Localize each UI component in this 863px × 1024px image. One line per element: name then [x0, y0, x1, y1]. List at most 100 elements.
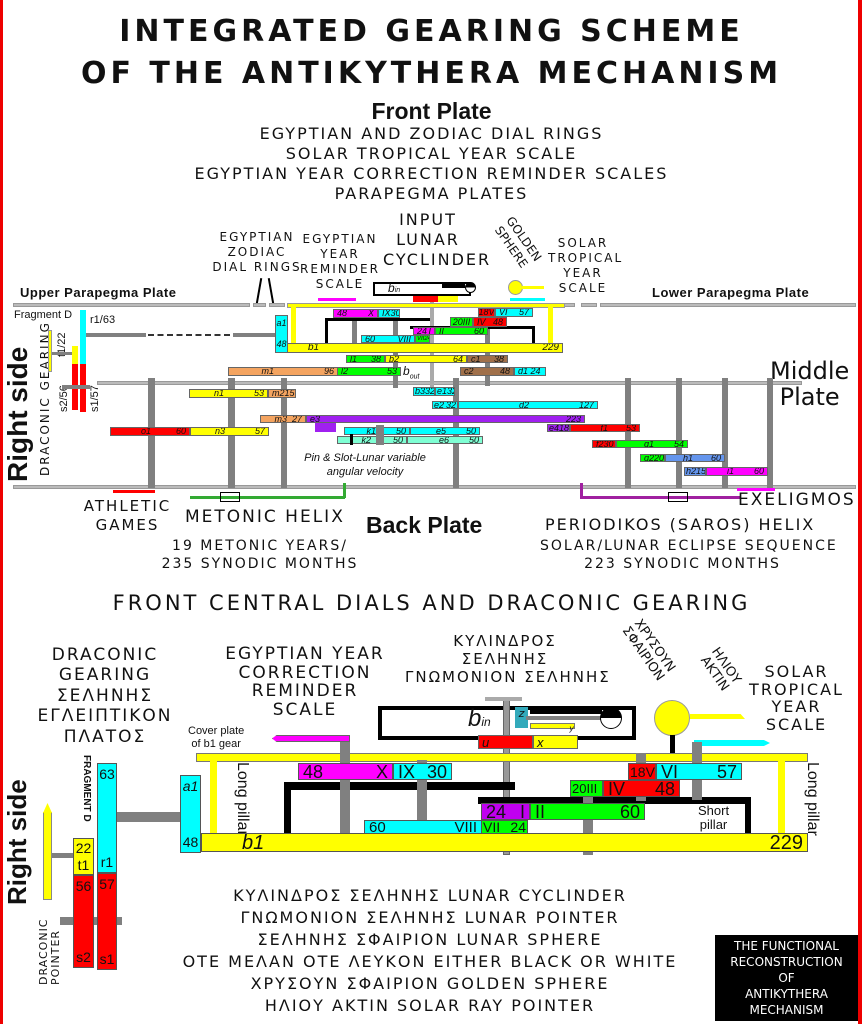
gear-label: e4: [549, 424, 560, 432]
gear-label: l1: [350, 355, 358, 363]
gear-label: k1: [366, 427, 376, 435]
label-line: REMINDER: [251, 681, 359, 702]
label-line: GEARING: [58, 665, 152, 686]
gear-teeth: 60: [753, 467, 764, 476]
label-line: 223 SYNODIC MONTHS: [584, 555, 781, 572]
gear-teeth: 60: [365, 335, 376, 343]
gear-teeth: 53: [386, 367, 397, 376]
label-line: SCALE: [272, 700, 338, 721]
fragment-d-label: Fragment D: [14, 309, 73, 321]
label-line: REMINDER: [300, 262, 380, 276]
border-left: [0, 0, 3, 1024]
pillar: [281, 378, 287, 488]
front-plate-list: EGYPTIAN AND ZODIAC DIAL RINGS SOLAR TRO…: [0, 124, 863, 204]
label-line: ΣΕΛΗΝΗΣ: [461, 650, 549, 668]
arbor: [340, 742, 350, 834]
gear-teeth: 48: [276, 339, 287, 349]
gear-teeth: 127: [578, 401, 594, 409]
gear-label: II: [439, 327, 445, 335]
badge-line: THE FUNCTIONAL: [734, 939, 839, 953]
reminder-pointer: [318, 298, 356, 301]
gear-teeth: 64: [452, 355, 463, 363]
axle: [52, 352, 72, 355]
gear-teeth: 60: [175, 427, 186, 436]
legend: ΚΥΛΙΝΔΡΟΣ ΣΕΛΗΝΗΣ LUNAR CYCLINDER ΓΝΩΜΟΝ…: [180, 885, 680, 1017]
gear-teeth: 30: [603, 440, 614, 448]
gear-label: o1: [140, 427, 151, 436]
label-line: CYCLINDER: [383, 250, 492, 269]
exeligmos-pointer: [737, 488, 775, 491]
plate-segment: [581, 303, 597, 307]
gear-label: d1 24: [518, 367, 541, 376]
front-plate-heading: Front Plate: [371, 98, 492, 124]
bridge: [284, 782, 291, 834]
arbor: [393, 318, 398, 388]
title-line-2: OF THE ANTIKYTHERA MECHANISM: [80, 56, 783, 91]
solar-pointer: [510, 298, 545, 301]
cover-plate-pointer: [272, 735, 350, 742]
metonic-pointer: [343, 483, 346, 498]
gear-label: f2: [596, 440, 604, 448]
label-line: pillar: [699, 817, 728, 833]
upper-parapegma-label: Upper Parapegma Plate: [20, 285, 177, 300]
b-out-label: bout: [403, 364, 419, 380]
gear-teeth: 24: [510, 820, 526, 834]
gear-d1: d1 24: [514, 367, 546, 376]
gear-label: VIII: [454, 820, 477, 834]
label-line: EGYPTIAN YEAR: [225, 644, 385, 664]
fragment-d-label-bottom: FRAGMENT D: [81, 755, 92, 822]
label-line: Short: [698, 803, 730, 818]
gear-label: VIII: [397, 335, 411, 343]
draconic-pointer-bottom: [43, 812, 52, 900]
gear-label: VI: [499, 308, 508, 317]
gear-teeth: 27: [291, 415, 302, 423]
lunar-cylinder-bar: [530, 707, 602, 714]
lunar-pointer: [485, 697, 522, 701]
gear-label: a1: [276, 318, 287, 328]
gear-teeth: 53: [253, 389, 264, 398]
gear-label: a1: [182, 778, 199, 794]
right-side-label-bottom: Right side: [2, 779, 32, 905]
middle-plate: [97, 381, 802, 385]
gear-teeth: 53: [625, 424, 636, 432]
legend-line: ΗΛΙΟΥ ΑΚΤΙΝ SOLAR RAY POINTER: [264, 996, 596, 1015]
saros-pointer: [580, 496, 740, 499]
gear-u: [413, 296, 438, 302]
axle-hidden: [148, 334, 230, 336]
long-pillar-right: [778, 761, 785, 834]
gear-label: b3: [415, 387, 426, 396]
gear-label: 20III: [572, 781, 598, 796]
b-in-label-bottom: bin: [468, 706, 491, 735]
gear-label: r1: [100, 854, 114, 870]
gear-teeth: 229: [542, 343, 559, 353]
golden-sphere-stem: [670, 735, 675, 753]
long-pillar-left: [210, 761, 217, 834]
gear-teeth: 57: [254, 427, 265, 436]
gear-teeth: 38: [493, 355, 504, 363]
gear-z: z: [515, 707, 528, 728]
gear-teeth: 32: [445, 401, 456, 409]
gear-teeth: 57: [99, 876, 115, 892]
badge-line: RECONSTRUCTION: [730, 955, 843, 969]
gear-label: 18V: [630, 763, 655, 780]
note-line: Pin & Slot-Lunar variable: [304, 452, 426, 464]
gear-label: u: [482, 735, 490, 749]
